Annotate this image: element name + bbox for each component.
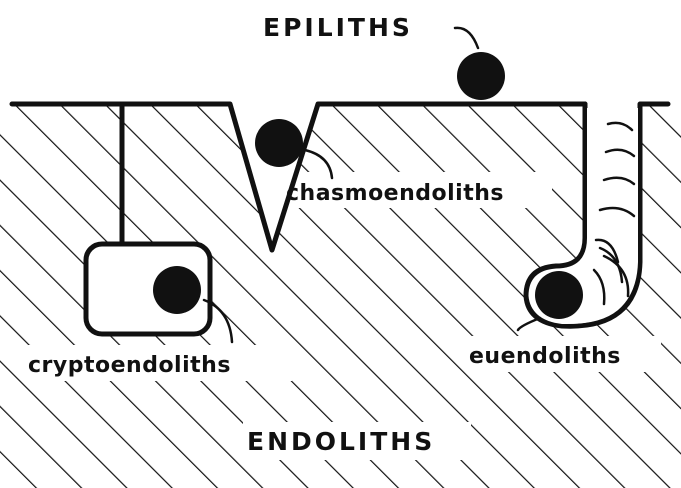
label-euendoliths: euendoliths <box>469 344 621 369</box>
label-cryptoendoliths: cryptoendoliths <box>28 353 231 378</box>
epilith-cell <box>457 52 505 100</box>
label-epiliths: EPILITHS <box>263 13 413 42</box>
label-chasmoendoliths: chasmoendoliths <box>286 181 504 206</box>
label-endoliths: ENDOLITHS <box>247 427 435 456</box>
euendolith-cell <box>535 271 583 319</box>
cryptoendolith-cell <box>153 266 201 314</box>
chasmoendolith-cell <box>255 119 303 167</box>
